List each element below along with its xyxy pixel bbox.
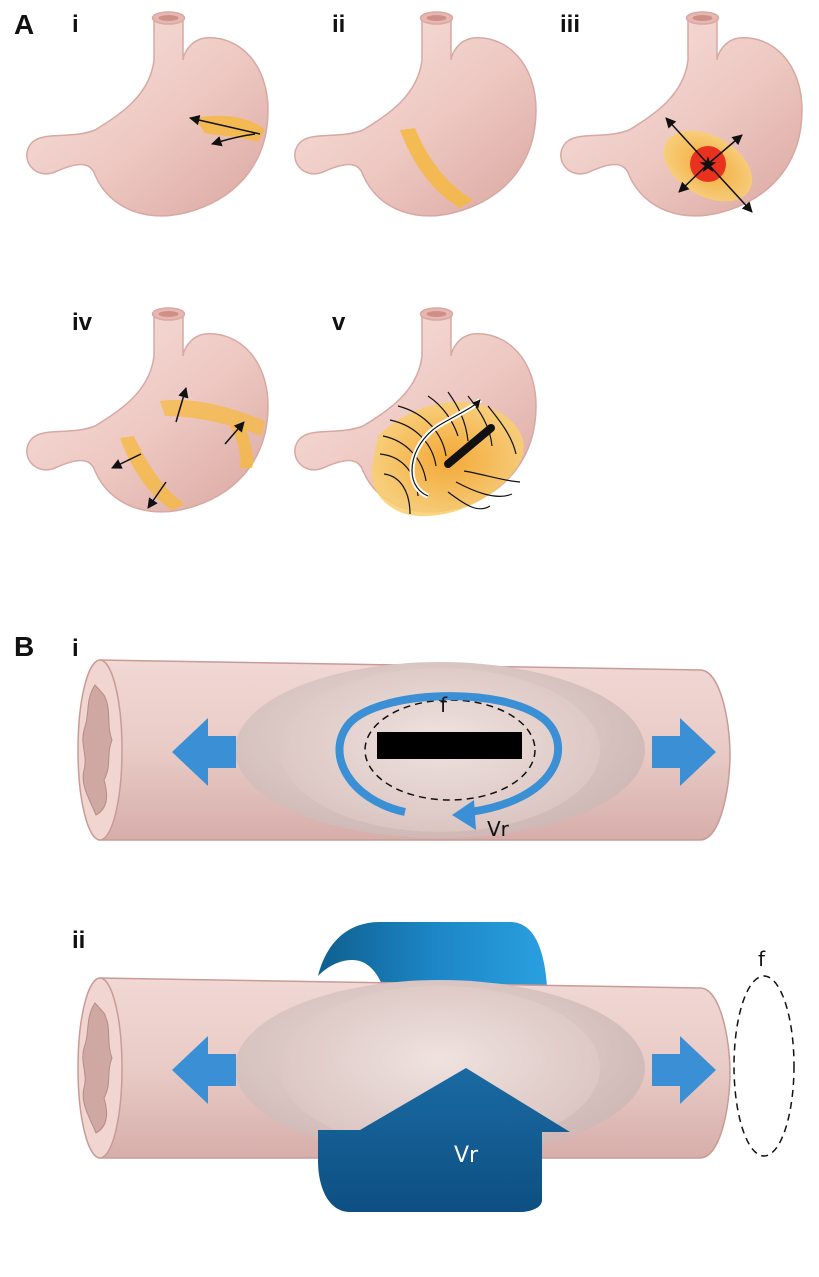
circulation-arrow [335, 692, 563, 816]
tube-b-ii [77, 977, 731, 1159]
stomach-iv [26, 307, 269, 513]
field-ellipse [364, 699, 536, 801]
electrode-bar-b [377, 732, 522, 759]
left-arrow-icon [172, 718, 236, 786]
panel-b-letter: B [14, 631, 34, 662]
panel-a-letter: A [14, 9, 34, 40]
stomach-v [294, 307, 537, 517]
velocity-label-b-ii: Vr [454, 1143, 479, 1168]
stomach-iii: ★ [560, 11, 803, 217]
left-arrow-icon [172, 1036, 236, 1104]
sub-label-b-ii: ii [72, 927, 85, 954]
sub-label-b-i: i [72, 635, 79, 662]
velocity-label-b-i: Vr [487, 817, 510, 841]
stomach-ii [294, 11, 537, 217]
velocity-arrow-icon [318, 1068, 570, 1212]
stomach-i [26, 11, 269, 217]
sub-label-a-ii: ii [332, 11, 345, 38]
right-arrow-icon [652, 1036, 716, 1104]
right-arrow-icon [652, 718, 716, 786]
electrode-bar-a [444, 424, 495, 468]
field-ellipse-outside [733, 975, 795, 1157]
sub-label-a-iv: iv [72, 309, 93, 336]
sub-label-a-iii: iii [560, 11, 580, 38]
sub-label-a-i: i [72, 11, 79, 38]
tube-b-i [77, 659, 731, 841]
field-label-b-i: f [440, 693, 448, 717]
sub-label-a-v: v [332, 309, 346, 336]
field-label-b-ii: f [758, 947, 766, 971]
